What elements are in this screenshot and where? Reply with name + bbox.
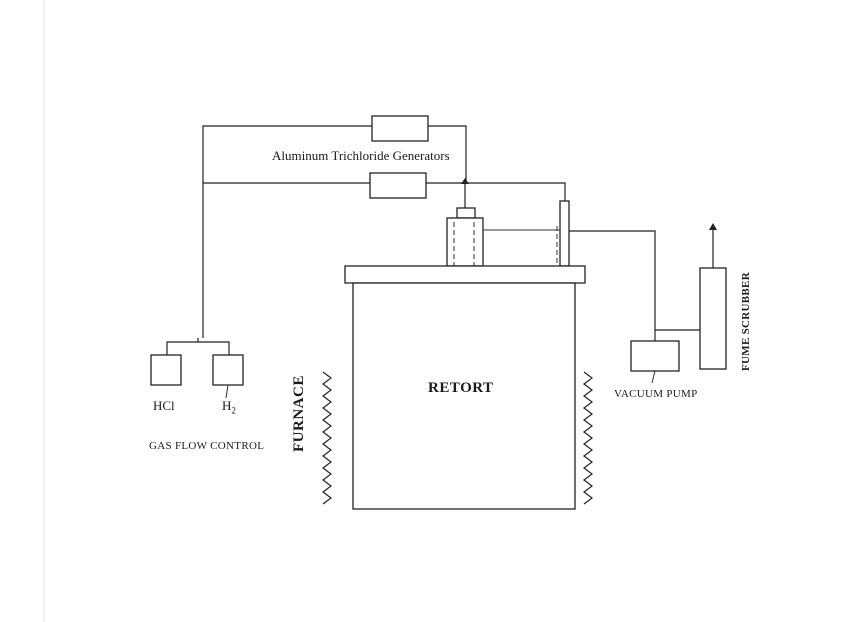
outlet-pipe [559, 200, 570, 267]
gas-manifold-line [166, 341, 230, 355]
gas-flow-control-label: GAS FLOW CONTROL [149, 440, 265, 452]
hcl-cylinder [150, 354, 182, 386]
furnace-label: FURNACE [291, 375, 307, 452]
retort-label: RETORT [428, 380, 494, 396]
flow-arrow-up [461, 178, 469, 184]
h2-leader [225, 384, 229, 399]
h2-cylinder [212, 354, 244, 386]
fume-scrubber-box [699, 267, 727, 370]
retort-body [352, 282, 576, 510]
vacuum-pump-box [630, 340, 680, 372]
generators-label: Aluminum Trichloride Generators [272, 148, 450, 163]
vacuum-pump-leader [651, 370, 656, 384]
generator-box-upper [371, 115, 429, 142]
feed-line-upper [202, 125, 372, 338]
inlet-cap [456, 207, 476, 219]
h2-label-subscript: 2 [231, 405, 236, 416]
vacuum-pump-label: VACUUM PUMP [614, 388, 698, 400]
inlet-fitting [446, 217, 484, 267]
vent-arrow-up [709, 223, 717, 230]
furnace-coil-left [322, 371, 332, 505]
generator-box-lower [369, 172, 427, 199]
outlet-line [426, 182, 566, 203]
h2-label-base: H [222, 398, 232, 413]
h2-label: H2 [222, 398, 236, 416]
generator-link-line [428, 125, 467, 183]
fume-scrubber-label: FUME SCRUBBER [740, 272, 752, 371]
furnace-coil-right [583, 371, 593, 505]
retort-lid [344, 265, 586, 284]
hcl-label: HCl [153, 398, 175, 413]
exhaust-line [569, 230, 700, 331]
